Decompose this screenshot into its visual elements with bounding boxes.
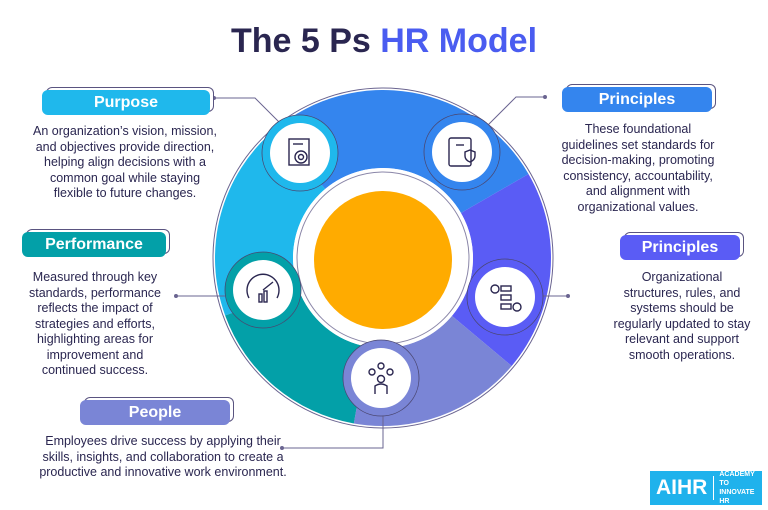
title-accent: HR Model <box>380 22 538 60</box>
performance-label: Performance <box>22 232 166 257</box>
process-flow-icon <box>490 284 522 312</box>
purpose-text: An organization’s vision, mission, and o… <box>33 124 217 200</box>
connector-lines <box>174 95 570 450</box>
document-target-icon <box>288 138 310 166</box>
page-title: The 5 Ps HR Model <box>0 22 768 61</box>
aihr-logo: AIHR ACADEMY TO INNOVATE HR <box>650 471 762 505</box>
logo-tagline: ACADEMY TO INNOVATE HR <box>714 470 762 506</box>
performance-text: Measured through key standards, performa… <box>28 270 161 377</box>
gauge-chart-icon <box>246 273 280 303</box>
people-text: Employees drive success by applying thei… <box>39 434 287 479</box>
principles-text: These foundational guidelines set standa… <box>561 122 715 214</box>
logo-tagline-1: ACADEMY TO <box>719 471 755 487</box>
principles-structure-text: Organizational structures, rules, and sy… <box>613 270 751 362</box>
title-main: The 5 Ps <box>230 22 371 60</box>
logo-tagline-2: INNOVATE HR <box>719 489 755 505</box>
people-label: People <box>80 400 230 425</box>
book-shield-icon <box>448 137 476 167</box>
purpose-label: Purpose <box>42 90 210 115</box>
principles-label: Principles <box>562 87 712 112</box>
principles-structure-label: Principles <box>620 235 740 260</box>
center-circle <box>314 191 452 329</box>
people-group-icon <box>368 362 394 394</box>
logo-name: AIHR <box>656 476 715 500</box>
